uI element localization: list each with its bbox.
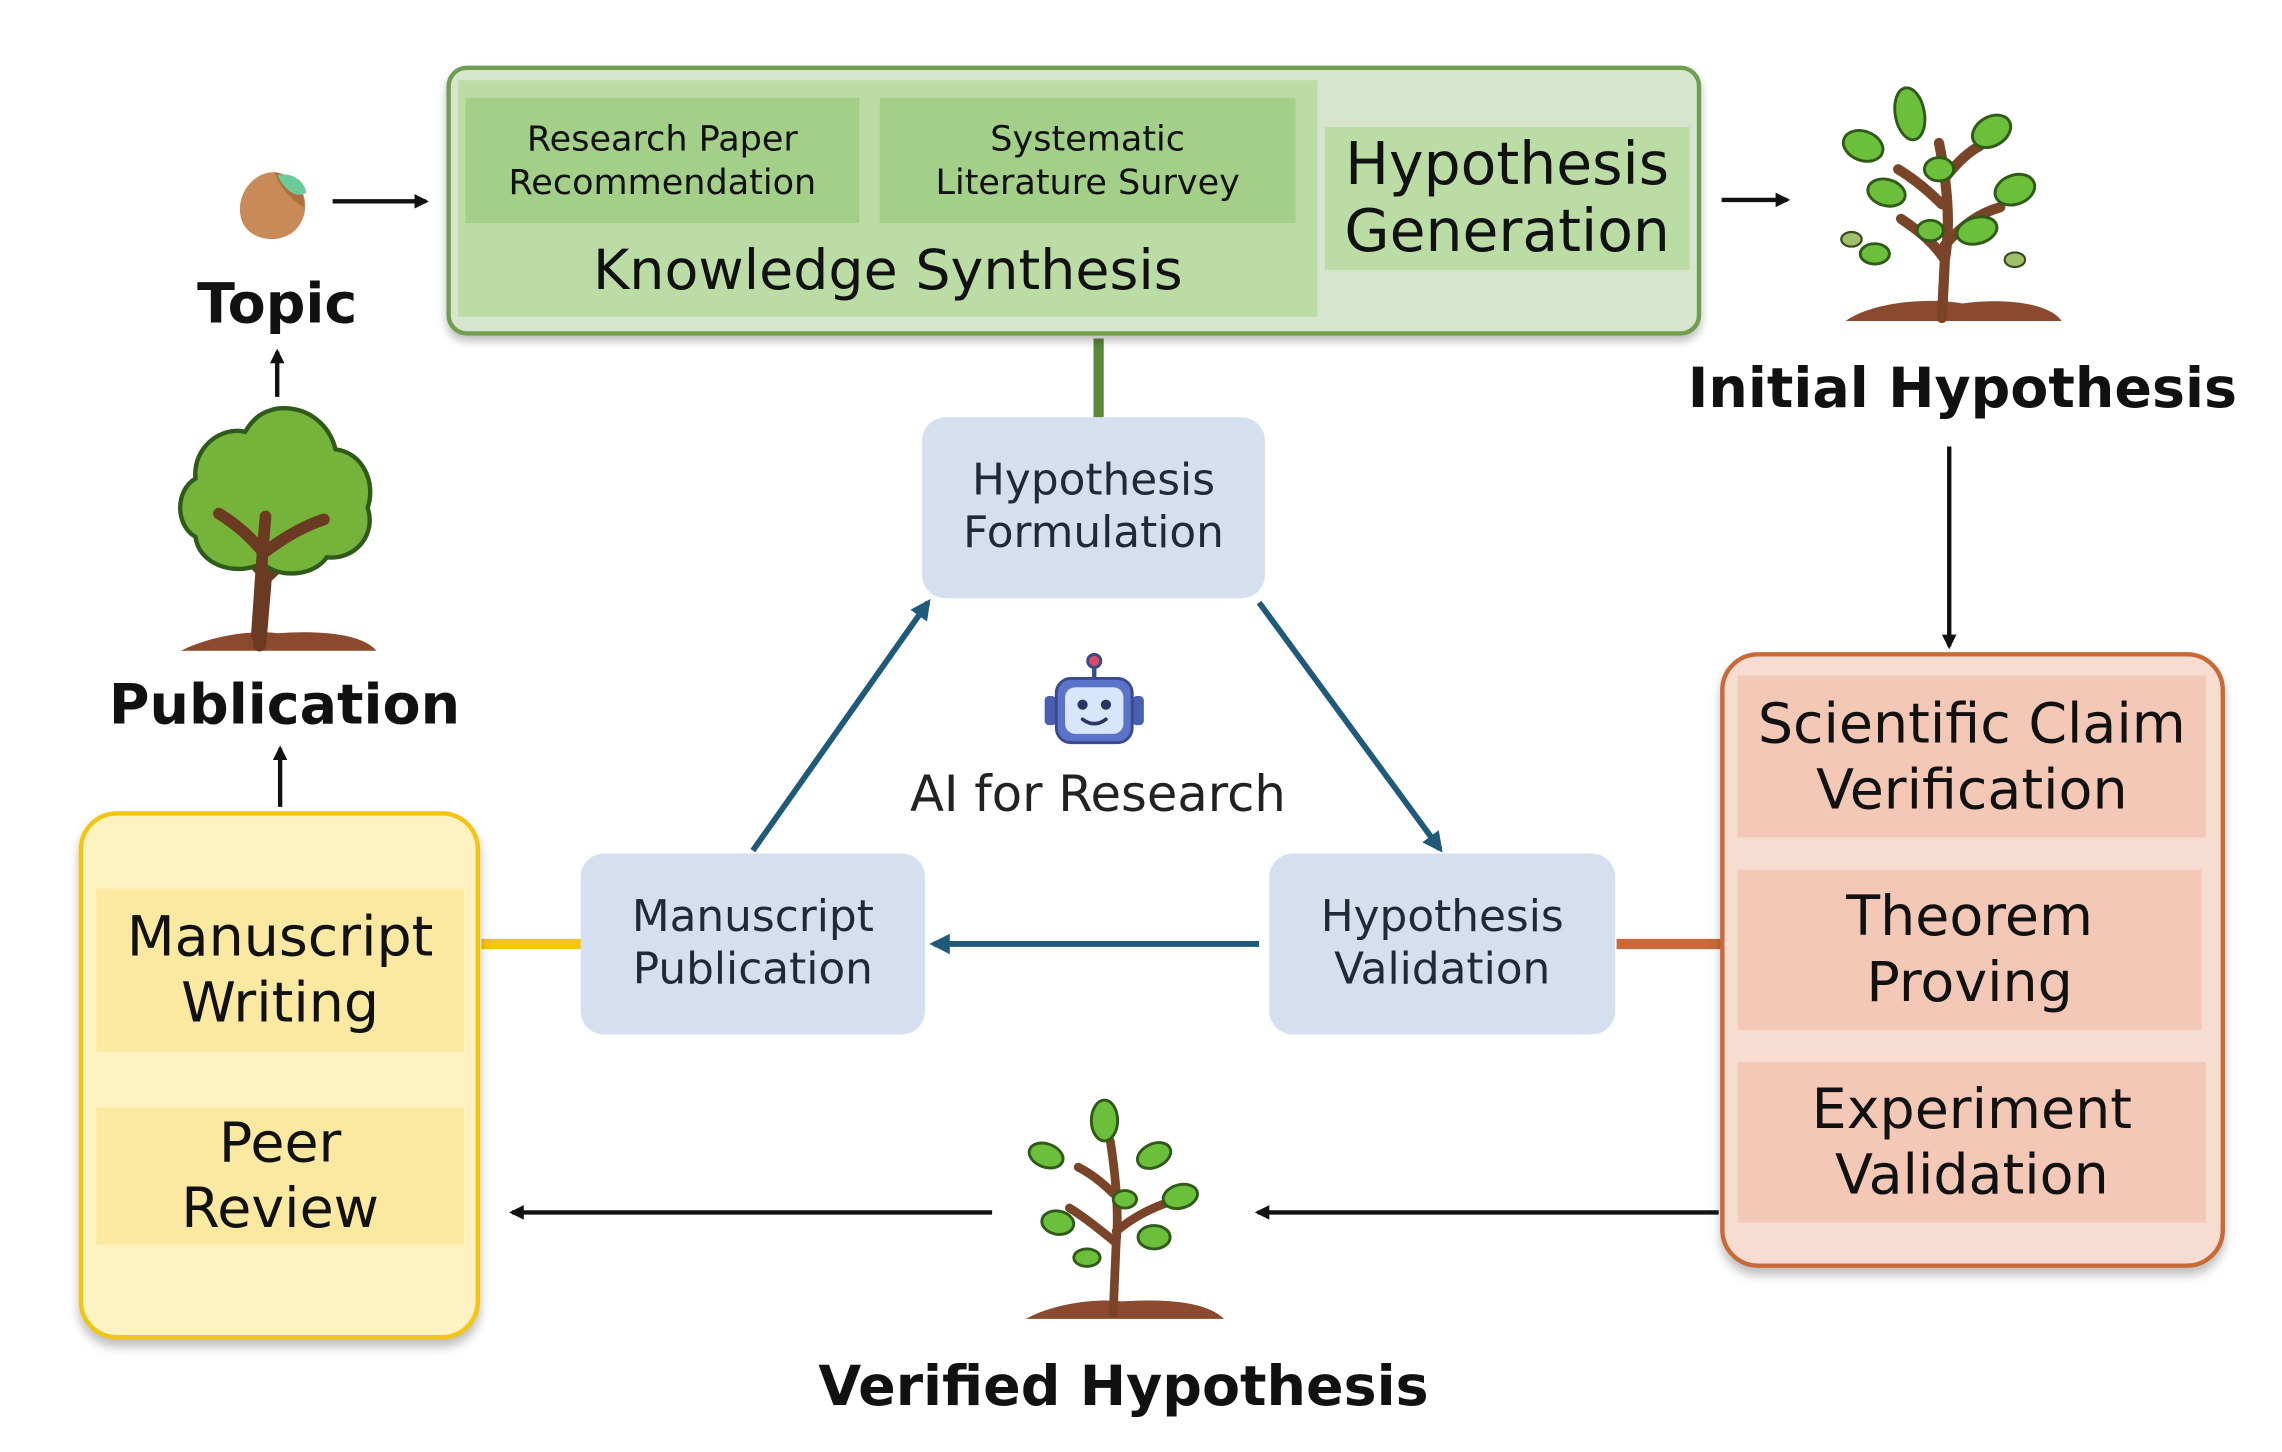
- systematic-literature-survey: Systematic Literature Survey: [879, 97, 1296, 224]
- publication-label: Publication: [108, 672, 461, 737]
- initial-hypothesis-label: Initial Hypothesis: [1687, 355, 2237, 421]
- theorem-proving: Theorem Proving: [1737, 869, 2202, 1031]
- manuscript-publication-node: Manuscript Publication: [580, 853, 926, 1035]
- arrow-formulation-to-validation: [1256, 600, 1443, 853]
- experiment-validation: Experiment Validation: [1737, 1062, 2207, 1223]
- scientific-claim-verification: Scientific Claim Verification: [1737, 675, 2207, 838]
- hypothesis-generation: Hypothesis Generation: [1324, 126, 1690, 270]
- seed-icon: [239, 172, 307, 240]
- hypothesis-formulation-node: Hypothesis Formulation: [922, 417, 1265, 599]
- manuscript-writing: Manuscript Writing: [96, 888, 464, 1052]
- arrow-publication-to-formulation: [750, 598, 931, 853]
- research-paper-recommendation: Research Paper Recommendation: [465, 97, 860, 224]
- hypothesis-validation-node: Hypothesis Validation: [1269, 853, 1616, 1035]
- peer-review: Peer Review: [96, 1107, 464, 1245]
- sapling-icon: [1025, 1098, 1225, 1319]
- topic-label: Topic: [197, 271, 358, 336]
- verified-hypothesis-label: Verified Hypothesis: [818, 1353, 1429, 1419]
- mature-tree-icon: [178, 406, 377, 652]
- knowledge-synthesis-title: Knowledge Synthesis: [592, 237, 1183, 303]
- young-tree-icon: [1840, 86, 2062, 324]
- robot-icon: [1044, 652, 1144, 745]
- ai-for-research-label: AI for Research: [909, 765, 1286, 825]
